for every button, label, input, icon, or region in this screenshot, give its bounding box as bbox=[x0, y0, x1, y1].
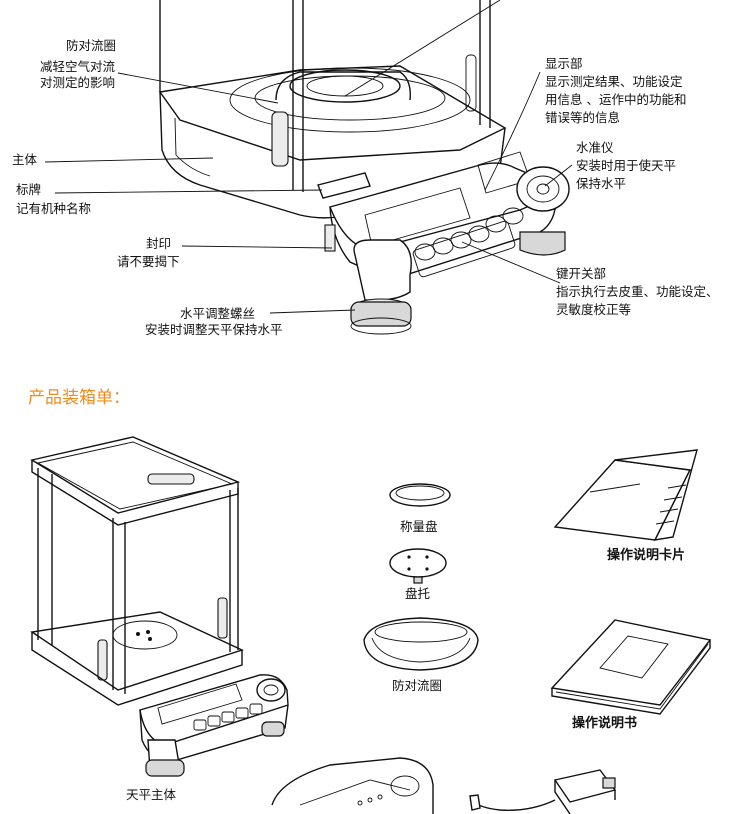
display-desc-2: 用信息 、运作中的功能和 bbox=[545, 92, 687, 107]
keys-label: 键开关部 bbox=[556, 266, 607, 281]
display-label: 显示部 bbox=[545, 56, 583, 71]
level-desc-1: 安装时用于使天平 bbox=[576, 158, 677, 173]
leveling-foot-desc: 安装时调整天平保持水平 bbox=[145, 322, 283, 337]
packing-list-heading: 产品装箱单： bbox=[28, 388, 130, 408]
pan-support-label: 盘托 bbox=[405, 586, 431, 601]
balance-body-label: 天平主体 bbox=[126, 787, 177, 802]
operation-manual-label: 操作说明书 bbox=[572, 716, 638, 731]
draft-shield-desc-1: 减轻空气对流 bbox=[40, 59, 116, 74]
draft-shield-label: 防对流圈 bbox=[66, 38, 117, 53]
keys-desc-2: 灵敏度校正等 bbox=[556, 302, 632, 317]
operation-card-label: 操作说明卡片 bbox=[607, 548, 686, 563]
main-body-label: 主体 bbox=[12, 152, 38, 167]
draft-shield-desc-2: 对测定的影响 bbox=[40, 75, 116, 90]
keys-desc-1: 指示执行去皮重、功能设定、 bbox=[556, 284, 719, 299]
draft-ring-label: 防对流圈 bbox=[392, 678, 443, 693]
leveling-foot-label: 水平调整螺丝 bbox=[180, 306, 256, 321]
display-desc-1: 显示测定结果、功能设定 bbox=[545, 74, 683, 89]
level-label: 水准仪 bbox=[576, 140, 614, 155]
seal-desc: 请不要揭下 bbox=[117, 254, 180, 269]
weighing-pan-label: 称量盘 bbox=[400, 519, 438, 534]
display-desc-3: 错误等的信息 bbox=[545, 110, 621, 125]
seal-label: 封印 bbox=[146, 236, 172, 251]
nameplate-label: 标牌 bbox=[16, 182, 42, 197]
top-balance-drawing bbox=[44, 0, 573, 335]
packing-balance-drawing bbox=[30, 436, 712, 814]
level-desc-2: 保持水平 bbox=[576, 176, 627, 191]
nameplate-desc: 记有机种名称 bbox=[16, 201, 92, 216]
